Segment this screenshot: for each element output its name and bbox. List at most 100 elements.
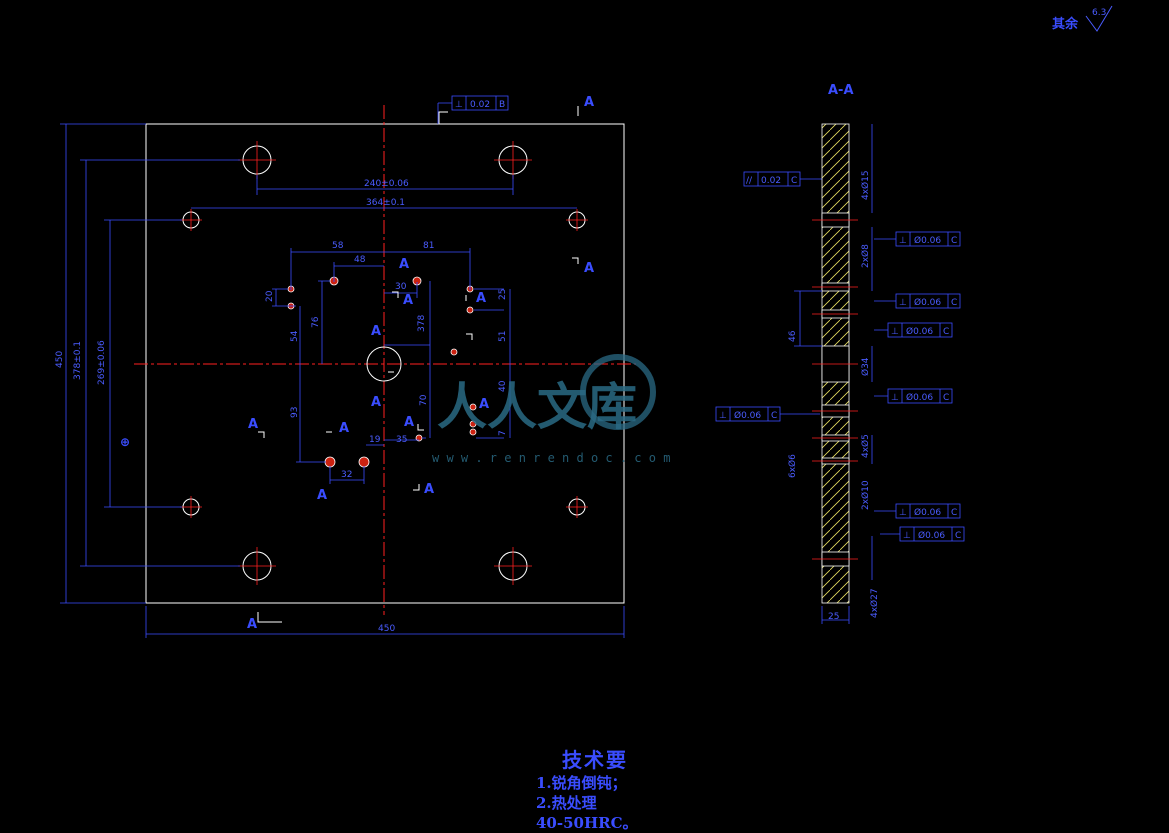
center-hole (366, 346, 402, 382)
dimension-texts: 450 450 378±0.1 269±0.06 240±0.06 364±0.… (55, 179, 508, 634)
pin-holes (287, 276, 477, 468)
svg-text:C: C (951, 298, 957, 308)
dim-d34: Ø34 (860, 357, 871, 376)
svg-text:A: A (247, 617, 257, 632)
dim-81: 81 (423, 241, 434, 251)
dim-93: 93 (290, 407, 300, 418)
dim-height: 450 (55, 351, 65, 368)
section-dim-lines (794, 124, 873, 624)
dim-width: 450 (378, 624, 395, 634)
dim-40: 40 (498, 380, 508, 392)
dim-46: 46 (788, 330, 798, 342)
section-markers: A A A A A A A A A A A A A A (247, 95, 594, 632)
svg-text:Ø0.06: Ø0.06 (734, 410, 761, 421)
watermark-logo-ring (580, 354, 656, 430)
dim-6xd6: 6xØ6 (787, 454, 798, 478)
svg-text:C: C (943, 393, 949, 403)
section-centerlines (812, 219, 858, 560)
svg-text:Ø0.06: Ø0.06 (906, 392, 933, 403)
section-brackets (257, 106, 579, 623)
section-title: A-A (828, 83, 854, 98)
svg-text:A: A (476, 291, 486, 306)
plate-plan-view (60, 105, 636, 638)
dim-51: 51 (498, 331, 508, 342)
svg-text:Ø0.06: Ø0.06 (906, 326, 933, 337)
watermark-brand: 人人文库 (437, 378, 637, 436)
svg-text:A: A (424, 482, 434, 497)
svg-text://: // (746, 176, 753, 186)
svg-text:A: A (399, 257, 409, 272)
svg-text:⊥: ⊥ (719, 411, 727, 421)
dim-h-outer: 240±0.06 (364, 179, 409, 189)
svg-text:⊥: ⊥ (455, 100, 463, 110)
watermark-url: w w w . r e n r e n d o c . c o m (432, 451, 670, 465)
dim-2xd10: 2xØ10 (860, 480, 871, 510)
notes-title: 技术要 (562, 748, 628, 772)
dim-4xd27: 4xØ27 (869, 588, 880, 618)
dim-section-25: 25 (828, 612, 839, 622)
svg-text:A: A (584, 95, 594, 110)
dim-58: 58 (332, 241, 344, 251)
svg-text:A: A (584, 261, 594, 276)
svg-text:C: C (943, 327, 949, 337)
svg-text:Ø0.06: Ø0.06 (914, 235, 941, 246)
svg-text:C: C (951, 236, 957, 246)
dimension-lines (60, 123, 625, 638)
notes-line-1: 1.锐角倒钝； (536, 774, 627, 792)
dim-h-inner: 364±0.1 (366, 198, 405, 208)
watermark: 人人文库 w w w . r e n r e n d o c . c o m (432, 354, 670, 465)
svg-text:0.02: 0.02 (470, 100, 490, 110)
dim-54: 54 (290, 330, 300, 342)
svg-text:A: A (371, 395, 381, 410)
svg-text:⊥: ⊥ (891, 393, 899, 403)
notes-line-3: 40-50HRC。 (536, 814, 638, 832)
dim-48: 48 (354, 255, 366, 265)
svg-text:A: A (404, 415, 414, 430)
svg-text:A: A (339, 421, 349, 436)
datum-symbol: ⊕ (120, 435, 130, 449)
svg-text:Ø0.06: Ø0.06 (918, 530, 945, 541)
dim-378b: 378 (417, 315, 427, 332)
dim-32: 32 (341, 470, 352, 480)
dim-2x8: 2xØ8 (860, 244, 871, 268)
dim-70: 70 (419, 394, 429, 406)
svg-text:A: A (371, 324, 381, 339)
svg-text:⊥: ⊥ (899, 298, 907, 308)
dim-v-outer: 378±0.1 (73, 341, 83, 380)
notes-line-2: 2.热处理 (536, 794, 597, 812)
svg-text:Ø0.06: Ø0.06 (914, 507, 941, 518)
section-view: A-A 25 4xØ15 2xØ8 46 Ø34 4xØ5 6xØ6 2xØ10… (787, 83, 880, 624)
svg-text:A: A (317, 488, 327, 503)
technical-notes: 技术要 1.锐角倒钝； 2.热处理 40-50HRC。 (536, 744, 638, 833)
dim-7: 7 (498, 430, 508, 436)
roughness-value: 6.3 (1092, 8, 1106, 18)
svg-text:⊥: ⊥ (903, 531, 911, 541)
svg-text:C: C (771, 411, 777, 421)
svg-text:C: C (951, 508, 957, 518)
dim-30: 30 (395, 282, 407, 292)
hole-crosshairs (180, 141, 588, 585)
dim-25: 25 (498, 289, 508, 300)
tolerance-frames (437, 95, 965, 542)
svg-text:C: C (955, 531, 961, 541)
dim-4xd5: 4xØ5 (860, 434, 871, 458)
svg-text:A: A (248, 417, 258, 432)
svg-text:A: A (479, 397, 489, 412)
svg-text:A: A (403, 293, 413, 308)
dim-4x15: 4xØ15 (860, 170, 871, 200)
roughness-symbol: 其余 6.3 (1052, 5, 1113, 32)
svg-text:⊥: ⊥ (891, 327, 899, 337)
svg-text:C: C (791, 176, 797, 186)
dim-20: 20 (265, 290, 275, 302)
dim-76: 76 (311, 316, 321, 328)
svg-text:Ø0.06: Ø0.06 (914, 297, 941, 308)
svg-text:B: B (499, 100, 505, 110)
dim-v-inner: 269±0.06 (97, 340, 107, 385)
svg-text:⊥: ⊥ (899, 236, 907, 246)
dim-19: 19 (369, 435, 381, 445)
dim-35: 35 (396, 435, 407, 445)
roughness-prefix: 其余 (1052, 16, 1079, 32)
svg-text:0.02: 0.02 (761, 176, 781, 186)
